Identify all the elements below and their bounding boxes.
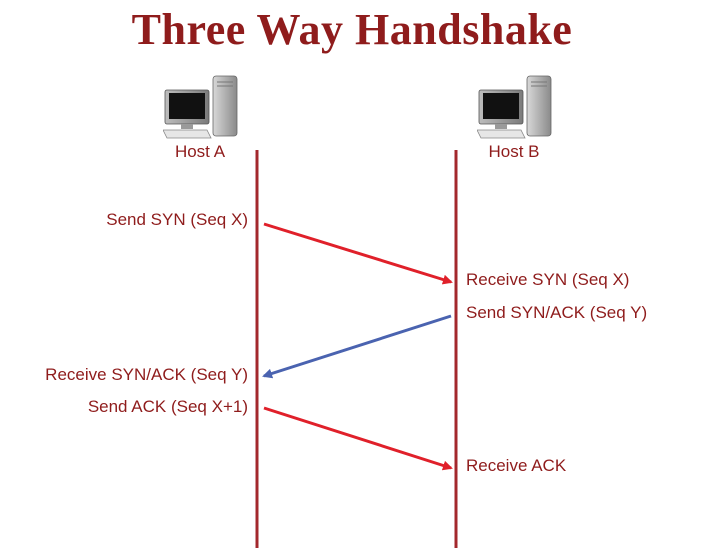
syn-arrow — [263, 222, 453, 285]
host-a-computer-icon — [162, 74, 243, 145]
host-a-label: Host A — [174, 142, 226, 161]
page-title: Three Way Handshake — [131, 5, 573, 54]
label-a-send-syn: Send SYN (Seq X) — [106, 210, 248, 229]
synack-arrow — [262, 314, 452, 379]
host-b-label: Host B — [488, 142, 540, 161]
label-b-send-synack: Send SYN/ACK (Seq Y) — [466, 303, 648, 322]
host-b-computer-icon — [476, 74, 557, 145]
label-b-receive-ack: Receive ACK — [466, 456, 567, 475]
label-b-receive-syn: Receive SYN (Seq X) — [466, 270, 630, 289]
label-a-send-ack: Send ACK (Seq X+1) — [87, 397, 248, 416]
label-a-receive-synack: Receive SYN/ACK (Seq Y) — [45, 365, 248, 384]
ack-arrow — [263, 406, 453, 471]
